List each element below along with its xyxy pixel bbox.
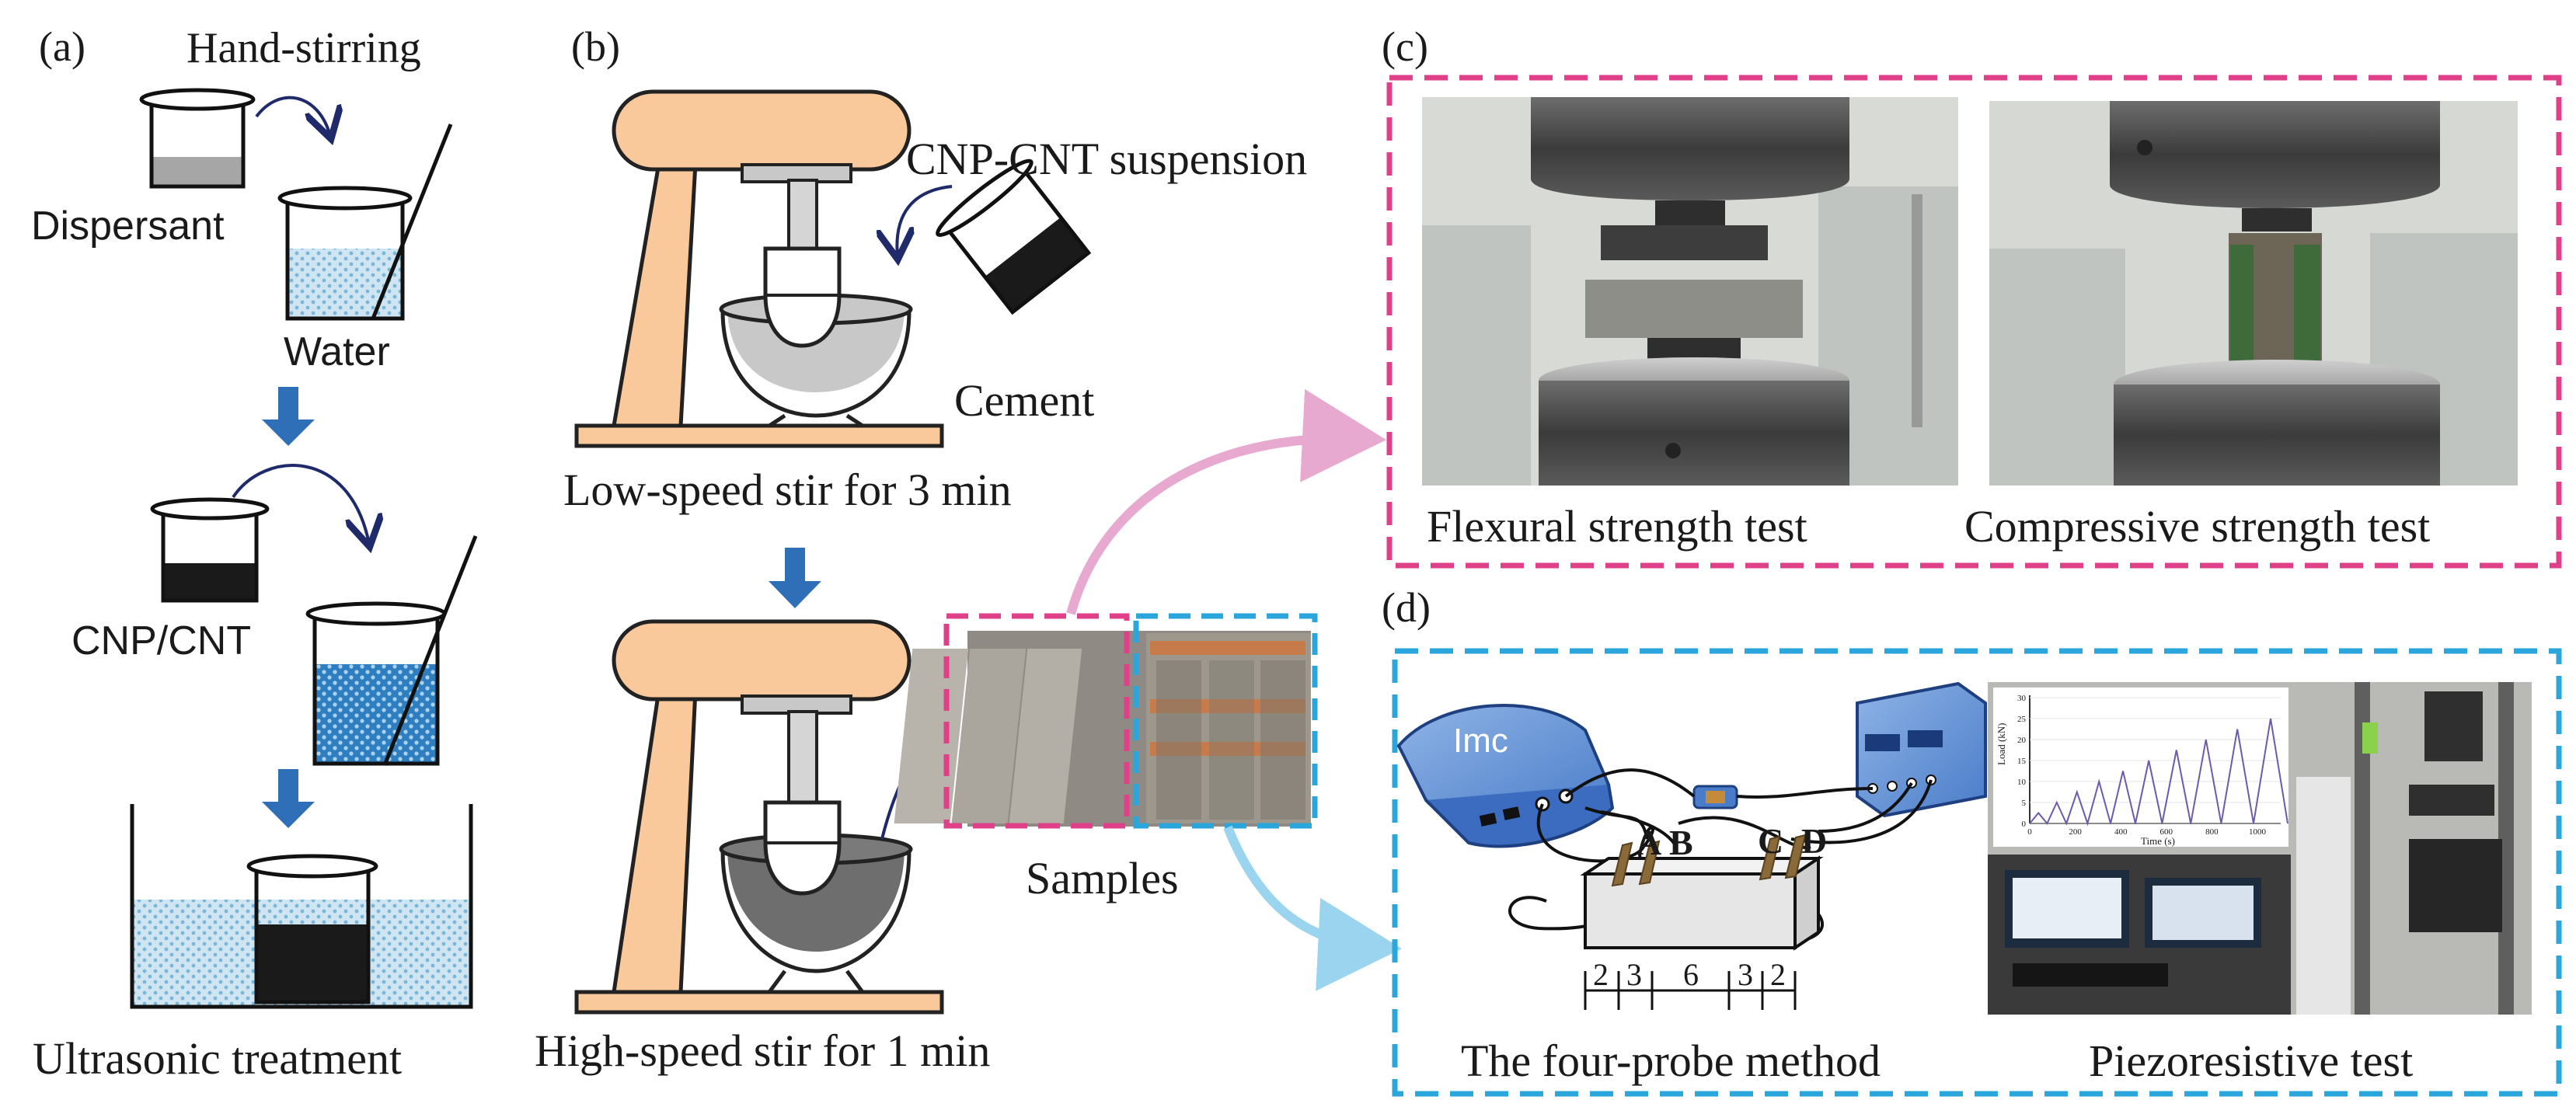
panel-d: (d) Imc xyxy=(1382,584,2562,1097)
compressive-label: Compressive strength test xyxy=(1964,501,2430,552)
panel-a-tag: (a) xyxy=(39,23,85,70)
inset-y-tick: 10 xyxy=(2017,778,2027,787)
hand-stir-arrow xyxy=(255,96,330,136)
dispersant-beaker xyxy=(139,88,256,189)
probe-d-label: D xyxy=(1801,821,1827,861)
suspension-label: CNP-CNT suspension xyxy=(906,134,1307,184)
inset-x-tick: 600 xyxy=(2160,827,2173,837)
probe-b-label: B xyxy=(1669,823,1693,862)
inset-ylabel: Load (kN) xyxy=(1996,722,2007,765)
samples-piezo-frame xyxy=(1133,613,1318,829)
inset-y-tick: 25 xyxy=(2017,715,2027,724)
suspension-beaker xyxy=(936,158,1092,315)
high-speed-label: High-speed stir for 1 min xyxy=(535,1025,990,1076)
pour-arrow xyxy=(897,185,953,256)
flexural-photo xyxy=(1422,97,1958,486)
cnp-cnt-beaker xyxy=(150,497,270,603)
down-arrow xyxy=(769,548,821,608)
mixed-beaker xyxy=(305,535,478,766)
inset-y-ticks: 30 25 20 15 10 5 0 xyxy=(2017,694,2281,829)
inset-y-tick: 20 xyxy=(2017,736,2027,745)
inset-y-tick: 30 xyxy=(2017,694,2027,703)
load-time-inset: 30 25 20 15 10 5 0 0 200 400 600 800 1000 Load (kN)… xyxy=(1993,688,2288,847)
stand-mixer-high xyxy=(574,619,944,1015)
four-probe-label: The four-probe method xyxy=(1461,1036,1881,1086)
down-arrow xyxy=(262,387,315,446)
mix-arrow xyxy=(232,464,369,544)
samples-label: Samples xyxy=(1026,853,1179,903)
load-series xyxy=(2029,718,2288,827)
water-beaker xyxy=(277,124,453,321)
wires xyxy=(1508,768,1933,945)
probe-electrodes xyxy=(1611,834,1807,887)
inset-x-tick: 800 xyxy=(2205,827,2219,837)
panel-a: (a) Hand-stirring Dispersant Water CNP/C… xyxy=(31,23,478,1084)
cement-label: Cement xyxy=(954,375,1094,426)
inset-y-tick: 0 xyxy=(2022,820,2027,829)
inset-x-tick: 0 xyxy=(2027,827,2032,837)
inset-y-tick: 15 xyxy=(2017,757,2027,766)
spacing-label: 6 xyxy=(1683,957,1699,992)
panel-c-tag: (c) xyxy=(1382,23,1428,70)
spacing-label: 3 xyxy=(1626,957,1642,992)
resistor xyxy=(1692,785,1738,809)
inset-x-tick: 1000 xyxy=(2249,827,2267,837)
piezo-label: Piezoresistive test xyxy=(2089,1036,2413,1086)
panel-d-tag: (d) xyxy=(1382,584,1431,631)
panel-c: (c) xyxy=(1382,23,2562,569)
low-speed-label: Low-speed stir for 3 min xyxy=(563,465,1012,515)
flexural-label: Flexural strength test xyxy=(1427,501,1807,552)
probe-c-label: C xyxy=(1758,821,1783,861)
inset-x-ticks: 0 200 400 600 800 1000 xyxy=(2027,827,2266,837)
imc-device xyxy=(1396,704,1615,848)
cnp-cnt-label: CNP/CNT xyxy=(71,618,251,663)
spacing-label: 2 xyxy=(1770,957,1786,992)
power-supply xyxy=(1856,681,1987,818)
inset-xlabel: Time (s) xyxy=(2141,835,2175,847)
compressive-photo xyxy=(1989,101,2518,486)
panel-b: (b) CNP-CNT suspension Cement Low-speed … xyxy=(535,23,1402,1076)
to-strength-arrow xyxy=(1066,388,1386,615)
inset-y-tick: 5 xyxy=(2022,799,2027,808)
probe-a-label: A xyxy=(1636,823,1661,862)
water-label: Water xyxy=(284,329,390,374)
hand-stirring-label: Hand-stirring xyxy=(186,24,421,72)
spacing-dimensions xyxy=(1584,971,1797,1010)
spacing-label: 2 xyxy=(1593,957,1609,992)
samples-photo xyxy=(894,631,1311,827)
down-arrow xyxy=(262,769,315,828)
panel-c-frame xyxy=(1386,75,2562,569)
inset-x-tick: 200 xyxy=(2069,827,2082,837)
inset-x-tick: 400 xyxy=(2114,827,2128,837)
panel-b-tag: (b) xyxy=(571,23,620,70)
dispersant-label: Dispersant xyxy=(31,204,225,249)
stand-mixer-low xyxy=(574,89,944,448)
ultrasonic-bath xyxy=(130,804,473,1009)
to-piezo-arrow xyxy=(1223,825,1402,991)
imc-label: Imc xyxy=(1453,722,1508,760)
ultrasonic-label: Ultrasonic treatment xyxy=(33,1033,402,1084)
panel-d-frame xyxy=(1392,648,2562,1097)
spacing-label: 3 xyxy=(1738,957,1753,992)
